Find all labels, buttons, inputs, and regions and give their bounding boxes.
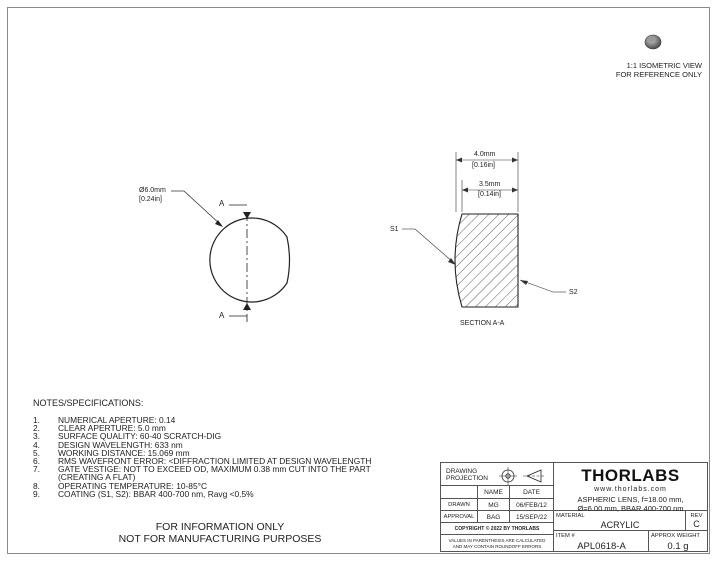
date-header: DATE <box>510 486 554 499</box>
title-block: DRAWING PROJECTION NAME DATE DRAWN MG 06… <box>440 462 708 552</box>
note-item: 3.SURFACE QUALITY: 60-40 SCRATCH-DIG <box>33 431 222 442</box>
weight-cell: APPROX WEIGHT 0.1 g <box>649 531 707 552</box>
sheet-border <box>7 7 710 554</box>
note-item: 8.OPERATING TEMPERATURE: 10-85°C <box>33 480 208 491</box>
rev-label: REV <box>690 513 703 519</box>
description-line1: ASPHERIC LENS, f=18.00 mm, <box>577 495 684 504</box>
material-cell: MATERIAL ACRYLIC <box>554 511 686 531</box>
drawn-name: MG <box>478 499 510 511</box>
note-item: 1.NUMERICAL APERTURE: 0.14 <box>33 415 176 425</box>
company-block: THORLABS www.thorlabs.com ASPHERIC LENS,… <box>554 463 707 513</box>
isometric-view-label: 1:1 ISOMETRIC VIEW <box>626 61 702 70</box>
surface-s2-label: S2 <box>569 289 578 296</box>
approval-name: BAG <box>478 511 510 523</box>
item-label: ITEM # <box>556 533 575 539</box>
note-item: 2.CLEAR APERTURE: 5.0 mm <box>33 423 166 434</box>
material-value: ACRYLIC <box>600 520 640 530</box>
rev-value: C <box>693 519 700 529</box>
thorlabs-logo: THORLABS <box>581 466 680 485</box>
header-blank <box>441 486 478 499</box>
item-cell: ITEM # APL0618-A <box>554 531 649 552</box>
disclaimer-line2: NOT FOR MANUFACTURING PURPOSES <box>118 533 322 545</box>
edge-thickness-mm: 3.5mm <box>479 181 501 188</box>
reference-only-label: FOR REFERENCE ONLY <box>615 70 702 79</box>
weight-value: 0.1 g <box>667 541 689 552</box>
surface-s1-label: S1 <box>390 226 399 233</box>
front-view <box>171 190 291 322</box>
copyright-label: COPYRIGHT © 2022 BY THORLABS <box>441 523 554 535</box>
note-item: (CREATING A FLAT) <box>58 472 136 483</box>
drawing-projection-label: DRAWING PROJECTION <box>441 463 554 486</box>
overall-thickness-mm: 4.0mm <box>474 151 496 158</box>
weight-label: APPROX WEIGHT <box>651 533 700 539</box>
notes-list: 1.NUMERICAL APERTURE: 0.14 2.CLEAR APERT… <box>33 416 371 498</box>
drawn-label: DRAWN <box>441 499 478 511</box>
description-line2: Ø=6.00 mm, BBAR 400-700 nm <box>577 504 684 513</box>
note-item: 6.RMS WAVEFRONT ERROR: <DIFFRACTION LIMI… <box>33 456 372 467</box>
section-caption: SECTION A-A <box>460 320 505 327</box>
notes-title: NOTES/SPECIFICATIONS: <box>33 398 144 408</box>
note-item: 5.WORKING DISTANCE: 15.069 mm <box>33 447 190 458</box>
disclaimer-line1: FOR INFORMATION ONLY <box>155 521 285 533</box>
note-item: 4.DESIGN WAVELENGTH: 633 nm <box>33 439 183 450</box>
approval-date: 15/SEP/22 <box>510 511 554 523</box>
name-header: NAME <box>478 486 510 499</box>
drawn-date: 06/FEB/12 <box>510 499 554 511</box>
section-marker-bottom: A <box>219 311 225 320</box>
item-number: APL0618-A <box>577 541 626 552</box>
section-marker-top: A <box>219 199 225 208</box>
values-note: VALUES IN PARENTHESIS ARE CALCULATED AND… <box>441 535 554 552</box>
material-label: MATERIAL <box>556 513 585 519</box>
note-item: 9.COATING (S1, S2): BBAR 400-700 nm, Rav… <box>33 488 254 499</box>
note-item: 7.GATE VESTIGE: NOT TO EXCEED OD, MAXIMU… <box>33 464 371 475</box>
edge-thickness-in: [0.14in] <box>478 191 501 198</box>
overall-thickness-in: [0.16in] <box>472 162 495 169</box>
website-label: www.thorlabs.com <box>594 486 667 493</box>
projection-symbol-icon <box>499 467 545 485</box>
disclaimer: FOR INFORMATION ONLY NOT FOR MANUFACTURI… <box>100 521 340 545</box>
isometric-view-caption: 1:1 ISOMETRIC VIEW FOR REFERENCE ONLY <box>600 61 702 79</box>
diameter-dimension-mm: Ø6.0mm <box>139 187 166 194</box>
diameter-dimension-in: [0.24in] <box>139 196 162 203</box>
isometric-lens-icon <box>644 34 662 50</box>
rev-cell: REV C <box>686 511 707 531</box>
approval-label: APPROVAL <box>441 511 478 523</box>
section-view <box>402 152 566 308</box>
